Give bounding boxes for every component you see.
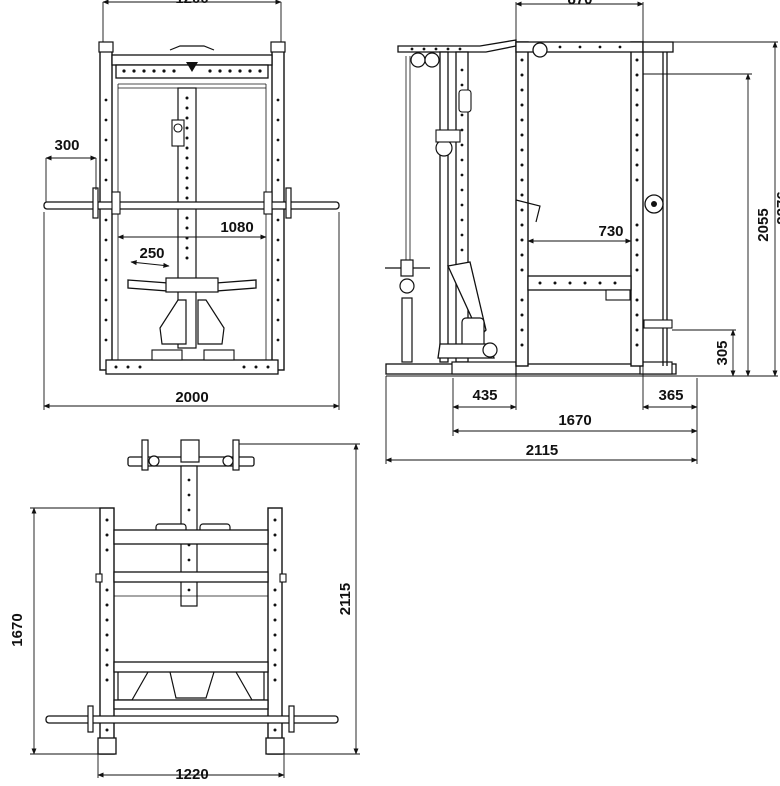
- dim-front-bar-span: 1080: [220, 219, 253, 236]
- side-view: 870: [385, 0, 780, 464]
- dim-side-top-depth: 870: [567, 0, 592, 8]
- dim-side-rear-extension: 365: [658, 387, 683, 404]
- front-top-beam-holes: [122, 69, 262, 73]
- dim-side-height-total: 2276: [774, 191, 780, 224]
- dim-side-overall-depth: 2115: [526, 442, 559, 459]
- dim-top-overall-depth: 2115: [337, 583, 354, 616]
- dim-side-inner-depth: 730: [598, 223, 623, 240]
- dim-front-seat-offset: 250: [139, 245, 164, 262]
- dim-top-frame-depth: 1670: [9, 613, 26, 646]
- dim-side-frame-depth: 1670: [558, 412, 591, 429]
- dim-side-height-upright: 2055: [755, 208, 772, 241]
- dim-top-overall-width: 1220: [175, 766, 208, 781]
- dim-front-bar-overhang: 300: [54, 137, 79, 154]
- dim-front-top-width: 1200: [175, 0, 208, 7]
- front-view: 1200: [43, 0, 340, 410]
- dim-side-pulley-height: 305: [714, 340, 731, 365]
- side-cage-holes: [520, 45, 639, 347]
- dim-front-overall-width: 2000: [175, 389, 208, 406]
- front-upright-holes: [104, 98, 280, 342]
- front-base-holes: [114, 365, 270, 369]
- top-view: 1670 2115 1220: [9, 439, 360, 783]
- dim-side-front-extension: 435: [472, 387, 497, 404]
